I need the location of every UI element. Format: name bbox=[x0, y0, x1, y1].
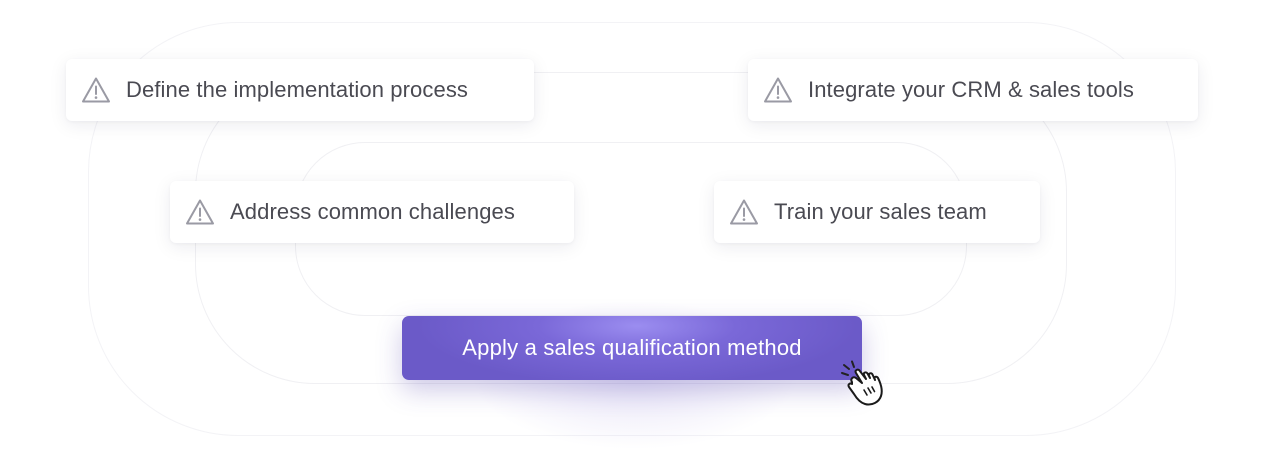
background-ring-outer bbox=[88, 22, 1176, 436]
card-label: Address common challenges bbox=[230, 199, 515, 224]
card-label: Integrate your CRM & sales tools bbox=[808, 77, 1135, 102]
warning-triangle-icon bbox=[730, 199, 758, 225]
card-label: Train your sales team bbox=[774, 199, 987, 224]
card-integrate-crm-sales-tools[interactable]: Integrate your CRM & sales tools bbox=[748, 59, 1198, 121]
apply-sales-qualification-button[interactable]: Apply a sales qualification method bbox=[402, 316, 862, 380]
button-label: Apply a sales qualification method bbox=[462, 335, 802, 360]
warning-triangle-icon bbox=[186, 199, 214, 225]
card-train-sales-team[interactable]: Train your sales team bbox=[714, 181, 1040, 243]
card-address-common-challenges[interactable]: Address common challenges bbox=[170, 181, 574, 243]
warning-triangle-icon bbox=[82, 77, 110, 103]
warning-triangle-icon bbox=[764, 77, 792, 103]
pointer-hand-icon bbox=[841, 360, 883, 406]
card-label: Define the implementation process bbox=[126, 77, 469, 102]
card-define-implementation-process[interactable]: Define the implementation process bbox=[66, 59, 534, 121]
